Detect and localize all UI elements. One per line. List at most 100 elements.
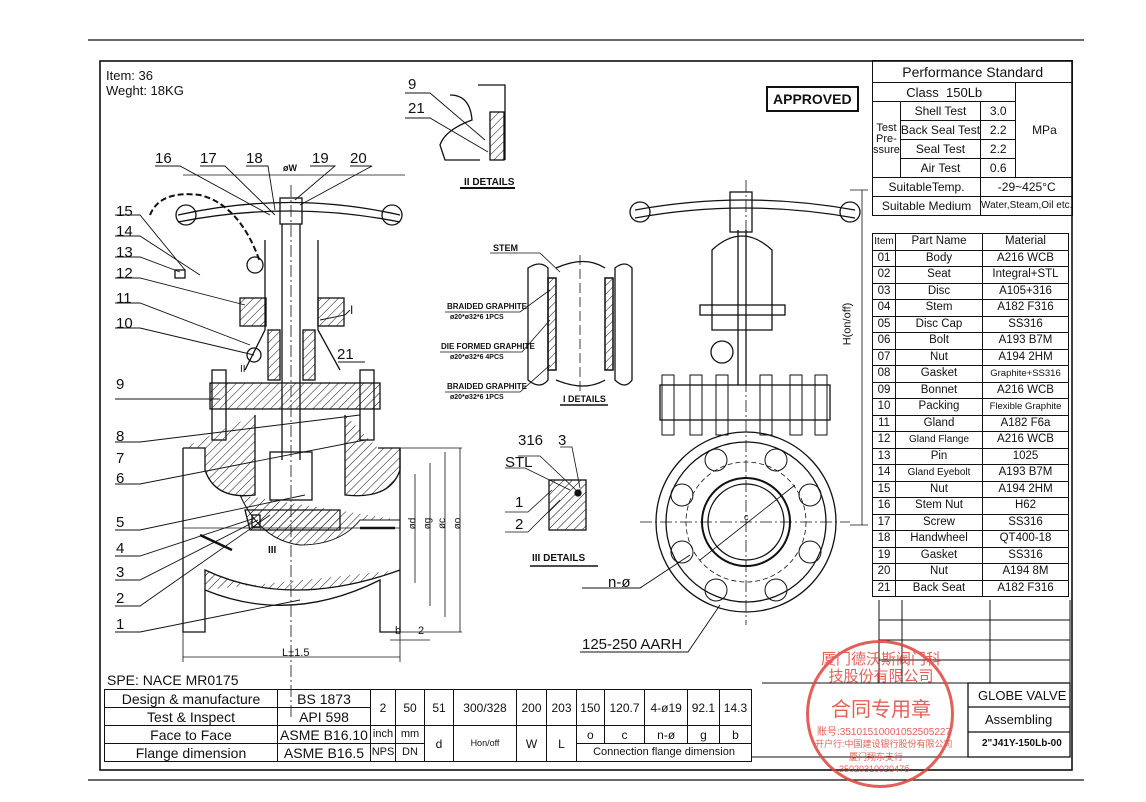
symbol-b: b <box>718 725 753 744</box>
test-pressure-label: Test Pre- ssure <box>872 101 901 178</box>
part-name: Pin <box>895 447 983 465</box>
callout-19: 19 <box>312 150 329 167</box>
part-name: Packing <box>895 398 983 416</box>
title-name: GLOBE VALVE <box>978 688 1067 703</box>
part-item: 05 <box>872 315 896 333</box>
performance-standard-table: Performance Standard Class 150Lb MPa Tes… <box>871 60 1074 216</box>
company-seal: 厦门德沃斯阀门科技股份有限公司 合同专用章 账号:351015100010525… <box>806 640 954 788</box>
part-item: 04 <box>872 299 896 317</box>
part-material: SS316 <box>982 315 1069 333</box>
dim-o: øo <box>452 517 464 530</box>
callout-21: 21 <box>337 346 354 363</box>
packing-3-size: ø20*ø32*6 1PCS <box>450 394 504 401</box>
callout-17: 17 <box>200 150 217 167</box>
marker-i: I <box>350 303 354 317</box>
part-name: Handwheel <box>895 530 983 548</box>
detail-ii-drawing <box>405 84 515 189</box>
detail-iii-caption: III DETAILS <box>532 553 586 564</box>
w-value: 200 <box>516 689 547 726</box>
callout-13: 13 <box>116 244 133 261</box>
symbol-c: c <box>603 725 646 744</box>
part-name: Seat <box>895 266 983 284</box>
symbol-o: o <box>576 725 605 744</box>
parts-header-material: Material <box>982 233 1069 251</box>
symbol-nps: NPS <box>370 743 396 762</box>
part-name: Gland Eyebolt <box>895 464 983 482</box>
part-name: Body <box>895 249 983 267</box>
part-item: 10 <box>872 398 896 416</box>
part-material: A194 2HM <box>982 480 1069 498</box>
standard-value: ASME B16.5 <box>277 743 371 762</box>
standard-value: BS 1873 <box>277 689 371 708</box>
packing-3-label: BRAIDED GRAPHITE <box>447 382 528 391</box>
packing-2-label: DIE FORMED GRAPHITE <box>441 342 535 351</box>
item-number: Item: 36 <box>106 68 153 83</box>
seal-number: 3502031002047б <box>839 764 910 774</box>
temp-label: SuitableTemp. <box>871 177 982 197</box>
callout-3: 3 <box>116 564 125 581</box>
symbol-n-phi: n-ø <box>644 725 688 744</box>
part-material: A194 8M <box>982 563 1069 581</box>
detail-iii-drawing <box>505 446 598 567</box>
part-material: Integral+STL <box>982 266 1069 284</box>
marker-iii: III <box>268 545 277 556</box>
callout-18: 18 <box>246 150 263 167</box>
dim-2: 2 <box>418 625 425 637</box>
parts-header-name: Part Name <box>895 233 983 251</box>
dim-l: L±1.5 <box>282 647 310 659</box>
nps-value: 2 <box>370 689 396 726</box>
standard-value: ASME B16.10 <box>277 725 371 744</box>
n-phi-value: 4-ø19 <box>644 689 688 726</box>
part-name: Bolt <box>895 332 983 350</box>
part-material: 1025 <box>982 447 1069 465</box>
part-item: 06 <box>872 332 896 350</box>
callout-11: 11 <box>116 290 132 307</box>
valve-section-view <box>115 165 462 720</box>
callout-6: 6 <box>116 470 125 487</box>
dim-c: øc <box>437 517 449 530</box>
part-material: Flexible Graphite <box>982 398 1069 416</box>
unit: MPa <box>1015 82 1074 178</box>
spe-label: SPE: NACE MR0175 <box>107 672 239 688</box>
part-material: A216 WCB <box>982 431 1069 449</box>
part-material: A193 B7M <box>982 332 1069 350</box>
symbol-dn: DN <box>395 743 425 762</box>
callout-15: 15 <box>116 203 133 220</box>
part-item: 02 <box>872 266 896 284</box>
part-name: Screw <box>895 513 983 531</box>
callout-10: 10 <box>116 315 133 332</box>
marker-ii: II <box>240 364 246 375</box>
detail-ii-callout-21: 21 <box>408 100 425 117</box>
callout-2: 2 <box>116 590 125 607</box>
class-label: Class <box>906 84 939 100</box>
seal-account: 账号:35101510001052505227 <box>817 727 952 738</box>
callout-5: 5 <box>116 514 125 531</box>
part-material: A105+316 <box>982 282 1069 300</box>
test-value: 0.6 <box>980 158 1017 178</box>
part-name: Gland <box>895 414 983 432</box>
part-item: 21 <box>872 579 896 597</box>
part-material: A216 WCB <box>982 381 1069 399</box>
packing-1-size: ø20*ø32*6 1PCS <box>450 314 504 321</box>
title-code: 2"J41Y-150Lb-00 <box>982 738 1062 749</box>
part-name: Stem <box>895 299 983 317</box>
weight: Weght: 18KG <box>106 83 184 98</box>
part-material: SS316 <box>982 513 1069 531</box>
unit-inch: inch <box>370 725 396 744</box>
dim-h: H(on/off) <box>841 302 854 346</box>
